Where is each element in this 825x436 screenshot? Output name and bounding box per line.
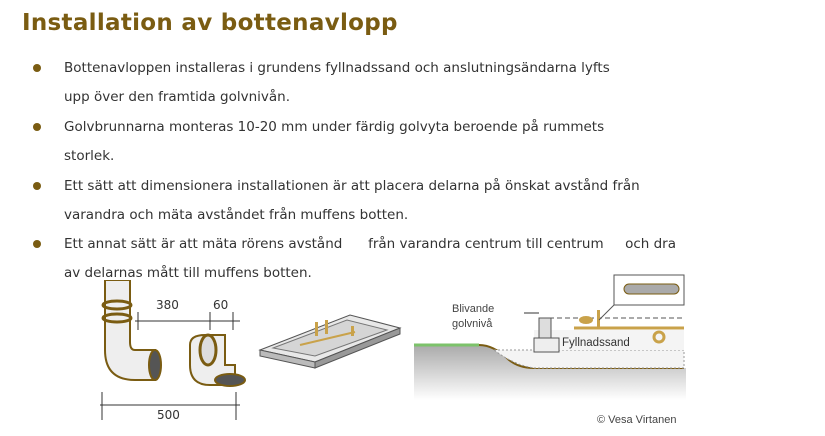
copyright-credit: © Vesa Virtanen [597,414,677,426]
bullet-text: Bottenavloppen installeras i grundens fy… [64,60,610,76]
bullet-text: varandra och mäta avståndet från muffens… [64,207,409,223]
bullet-text: upp över den framtida golvnivån. [64,89,290,105]
bullet-text: Ett annat sätt är att mäta rörens avstån… [64,236,676,252]
page-title: Installation av bottenavlopp [22,10,398,36]
bullet-icon [33,182,41,190]
ground-cross-section-illustration [414,274,686,400]
foundation-formwork-illustration [258,314,402,369]
bullet-text: storlek. [64,148,115,164]
dimension-380: 380 [156,298,179,312]
bullet-icon [33,240,41,248]
bullet-icon [33,123,41,131]
dimension-500: 500 [157,408,180,422]
bullet-text: Ett sätt att dimensionera installationen… [64,178,640,194]
bullet-icon [33,64,41,72]
dimension-60: 60 [213,298,229,312]
bullet-text: av delarnas mått till muffens botten. [64,265,312,281]
fill-sand-label: Fyllnadssand [562,337,630,349]
bullet-text: Golvbrunnarna monteras 10-20 mm under fä… [64,119,605,135]
pipe-elbow-dimension-illustration [100,280,246,420]
floor-level-label: Blivande golvnivå [452,303,495,330]
